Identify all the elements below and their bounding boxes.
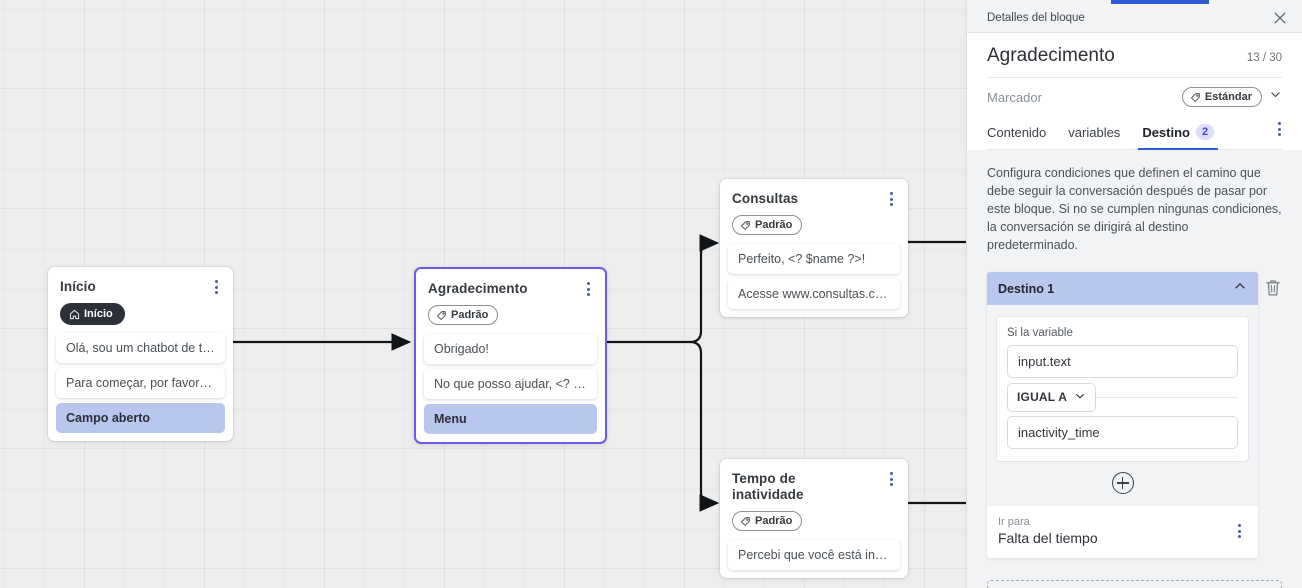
goto-label: Ir para [998,516,1030,528]
destination-description: Configura condiciones que definen el cam… [987,166,1282,252]
flow-node-consultas[interactable]: Consultas Padrão Perfeito, <? $name ?>! … [720,179,908,317]
node-header: Tempo de inatividade Padrão [720,459,908,540]
char-counter: 13 / 30 [1246,52,1282,64]
destination-header[interactable]: Destino 1 [987,272,1258,305]
variable-input[interactable]: input.text [1007,345,1238,378]
node-message[interactable]: Obrigado! [424,333,597,364]
panel-header-section: Agradecimento 13 / 30 Marcador Estándar … [967,33,1302,150]
flow-node-inicio[interactable]: Início Início Olá, sou um chatbot de tes… [48,267,233,441]
goto-card[interactable]: Ir para Falta del tiempo [987,506,1258,558]
trash-icon[interactable] [1264,278,1282,300]
tab-label: Contenido [987,125,1047,140]
chevron-up-icon[interactable] [1233,279,1247,298]
flow-node-agradecimento[interactable]: Agradecimento Padrão Obrigado! No que po… [414,267,607,444]
tab-contenido[interactable]: Contenido [987,125,1046,149]
destination-card: Destino 1 Si la variable input.text IGUA… [987,272,1258,558]
node-message[interactable]: Para começar, por favor digite o ... [56,368,225,398]
node-header: Início Início [48,267,233,333]
node-title: Consultas [732,191,799,206]
kebab-menu-icon[interactable] [1231,522,1247,540]
close-icon[interactable] [1270,8,1290,28]
panel-body: Configura condiciones que definen el cam… [967,150,1302,588]
tag-icon [740,220,751,231]
compare-value-input[interactable]: inactivity_time [1007,416,1238,449]
node-message[interactable]: Menu [424,403,597,434]
node-title: Agradecimento [428,281,528,296]
tag-icon [1190,92,1201,103]
marcador-value: Estándar [1204,91,1252,103]
operator-label: IGUAL A [1017,390,1068,404]
goto-text-group: Ir para Falta del tiempo [998,516,1098,546]
node-menu-icon[interactable] [580,280,596,298]
node-tag-label: Padrão [451,309,489,321]
node-tag-badge: Padrão [732,511,803,531]
home-icon [69,309,80,320]
node-message[interactable]: Olá, sou um chatbot de teste! [56,333,225,363]
node-menu-icon[interactable] [883,190,899,208]
node-header: Consultas Padrão [720,179,908,244]
node-messages: Obrigado! No que posso ajudar, <? $name … [416,333,605,442]
panel-title-row: Agradecimento 13 / 30 [987,33,1282,78]
marcador-label: Marcador [987,89,1042,105]
tabs-overflow-menu-icon[interactable] [1270,120,1288,138]
tab-label: Destino [1142,124,1190,140]
condition-box: Si la variable input.text IGUAL A inacti… [996,316,1249,462]
chevron-down-icon [1074,390,1086,405]
top-accent-bar [1111,0,1209,4]
tag-icon [740,516,751,527]
node-menu-icon[interactable] [883,470,899,488]
node-messages: Percebi que você está inativo. C... [720,539,908,578]
marcador-tag-badge[interactable]: Estándar [1181,87,1262,107]
chevron-down-icon[interactable] [1269,88,1282,106]
operator-row: IGUAL A [1007,380,1238,414]
node-tag-label: Início [84,308,113,320]
tab-badge-count: 2 [1195,124,1215,140]
node-menu-icon[interactable] [208,278,224,296]
node-message[interactable]: No que posso ajudar, <? $name ... [424,368,597,399]
operator-select[interactable]: IGUAL A [1007,382,1097,412]
node-title: Tempo de inatividade [732,471,804,502]
plus-circle-icon[interactable] [1111,472,1134,494]
node-messages: Olá, sou um chatbot de teste! Para começ… [48,333,233,441]
add-condition-row [996,462,1249,506]
marcador-row: Marcador Estándar [987,78,1282,116]
node-tag-badge: Padrão [732,215,803,235]
node-message[interactable]: Acesse www.consultas.com par... [728,278,900,309]
goto-value: Falta del tiempo [998,530,1098,546]
node-tag-badge: Padrão [428,305,499,325]
block-details-panel: Detalles del bloque Agradecimento 13 / 3… [966,0,1302,588]
page-title: Agradecimento [987,45,1115,66]
panel-topbar-title: Detalles del bloque [987,12,1085,24]
marcador-control[interactable]: Estándar [1181,87,1282,107]
node-tag-badge: Início [60,303,125,325]
add-destination-button[interactable]: Agregar destino [987,580,1282,588]
destination-row: Destino 1 Si la variable input.text IGUA… [987,272,1282,558]
tab-variables[interactable]: variables [1068,125,1120,149]
condition-label: Si la variable [1007,327,1073,339]
node-message[interactable]: Campo aberto [56,403,225,433]
destination-conditions: Si la variable input.text IGUAL A inacti… [987,305,1258,506]
tab-destino[interactable]: Destino 2 [1138,124,1218,150]
node-message[interactable]: Percebi que você está inativo. C... [728,539,900,570]
panel-topbar: Detalles del bloque [967,4,1302,33]
node-tag-label: Padrão [755,219,793,231]
node-header: Agradecimento Padrão [416,269,605,334]
flow-canvas[interactable]: Início Início Olá, sou um chatbot de tes… [0,0,966,588]
flow-node-tempo-de-inatividade[interactable]: Tempo de inatividade Padrão Percebi que … [720,459,908,578]
node-title: Início [60,279,96,294]
panel-tabs: Contenido variables Destino 2 [987,116,1282,150]
node-tag-label: Padrão [755,515,793,527]
tab-label: variables [1068,125,1121,140]
node-messages: Perfeito, <? $name ?>! Acesse www.consul… [720,243,908,317]
tag-icon [436,310,447,321]
node-message[interactable]: Perfeito, <? $name ?>! [728,243,900,274]
destination-header-title: Destino 1 [998,281,1055,296]
